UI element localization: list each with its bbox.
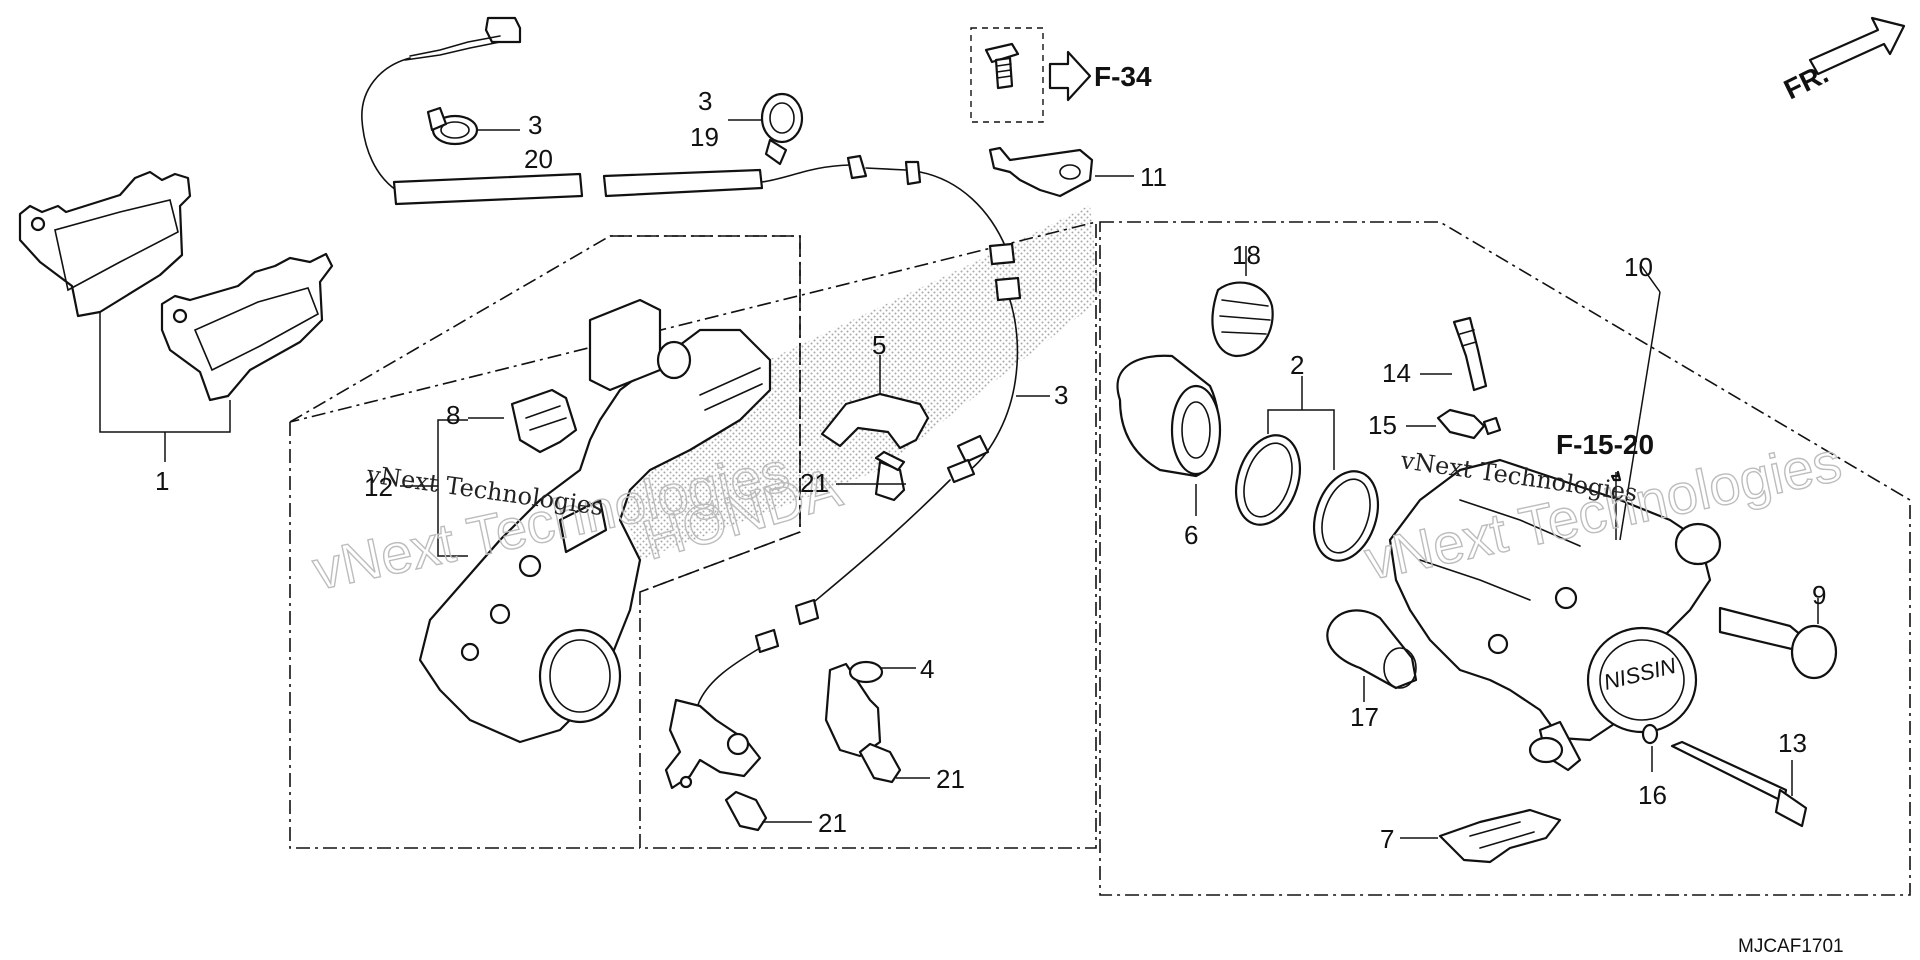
front-direction-arrow [1808, 16, 1906, 76]
bolt-21-b [858, 742, 902, 784]
sensor-bracket-5 [820, 392, 930, 450]
callout-16[interactable]: 16 [1638, 780, 1667, 810]
diagram-code: MJCAF1701 [1738, 936, 1844, 957]
sensor-bracket-11 [988, 146, 1094, 198]
leader-12 [437, 419, 468, 557]
brake-pad-rear [160, 252, 334, 402]
callout-5[interactable]: 5 [872, 330, 886, 360]
pad-clip-8 [510, 388, 578, 454]
callout-4[interactable]: 4 [920, 654, 934, 684]
wheel-speed-sensor-4 [824, 660, 884, 758]
brake-pad-front [18, 170, 192, 318]
callout-20[interactable]: 20 [524, 144, 553, 174]
pad-pin-13 [1670, 740, 1808, 828]
bolt-21-a [874, 450, 906, 502]
caliper-body-10 [1388, 458, 1722, 772]
callout-17[interactable]: 17 [1350, 702, 1379, 732]
bracket-top-frame [610, 235, 801, 593]
callout-21-c[interactable]: 21 [818, 808, 847, 838]
hose-clamp-19 [760, 92, 804, 166]
callout-8[interactable]: 8 [446, 400, 460, 430]
bolt-f34 [984, 42, 1020, 90]
callout-6[interactable]: 6 [1184, 520, 1198, 550]
callout-10[interactable]: 10 [1624, 252, 1653, 282]
piston-6 [1116, 354, 1222, 478]
callout-11[interactable]: 11 [1140, 162, 1167, 192]
callout-1[interactable]: 1 [155, 466, 169, 496]
f34-bolt-frame [970, 27, 1044, 123]
callout-13[interactable]: 13 [1778, 728, 1807, 758]
callout-21-a[interactable]: 21 [800, 468, 829, 498]
ref-f1520[interactable]: F-15-20 [1556, 429, 1654, 460]
washer-16 [1641, 723, 1659, 745]
bolt-21-c [724, 790, 768, 832]
sensor-end [664, 698, 762, 790]
piston-seal-2 [1235, 434, 1379, 562]
slide-pin-9 [1718, 606, 1838, 680]
pad-spring-7 [1438, 808, 1562, 864]
dotted-shadow [600, 205, 1100, 560]
callout-19[interactable]: 19 [690, 122, 719, 152]
callout-7[interactable]: 7 [1380, 824, 1394, 854]
bleeder-valve-14 [1452, 316, 1488, 392]
slide-sleeve-17 [1326, 609, 1418, 690]
callout-9[interactable]: 9 [1812, 580, 1826, 610]
bracket-inner-frame [289, 422, 640, 849]
ref-f34[interactable]: F-34 [1094, 61, 1152, 92]
callout-18[interactable]: 18 [1232, 240, 1261, 270]
callout-2[interactable]: 2 [1290, 350, 1304, 380]
callout-3-b[interactable]: 3 [698, 86, 712, 116]
bleeder-cap-15 [1436, 408, 1502, 440]
callout-3-a[interactable]: 3 [528, 110, 542, 140]
callout-3-c[interactable]: 3 [1054, 380, 1068, 410]
callout-15[interactable]: 15 [1368, 410, 1397, 440]
f34-arrow [1048, 50, 1092, 102]
callout-14[interactable]: 14 [1382, 358, 1411, 388]
caliper-bracket-12 [418, 298, 772, 744]
sensor-harness [361, 16, 1022, 739]
callout-12[interactable]: 12 [364, 472, 393, 502]
caliper-group-frame [1099, 221, 1911, 896]
dust-boot-18 [1211, 281, 1274, 358]
callout-21-b[interactable]: 21 [936, 764, 965, 794]
hose-clamp-20 [426, 106, 479, 146]
